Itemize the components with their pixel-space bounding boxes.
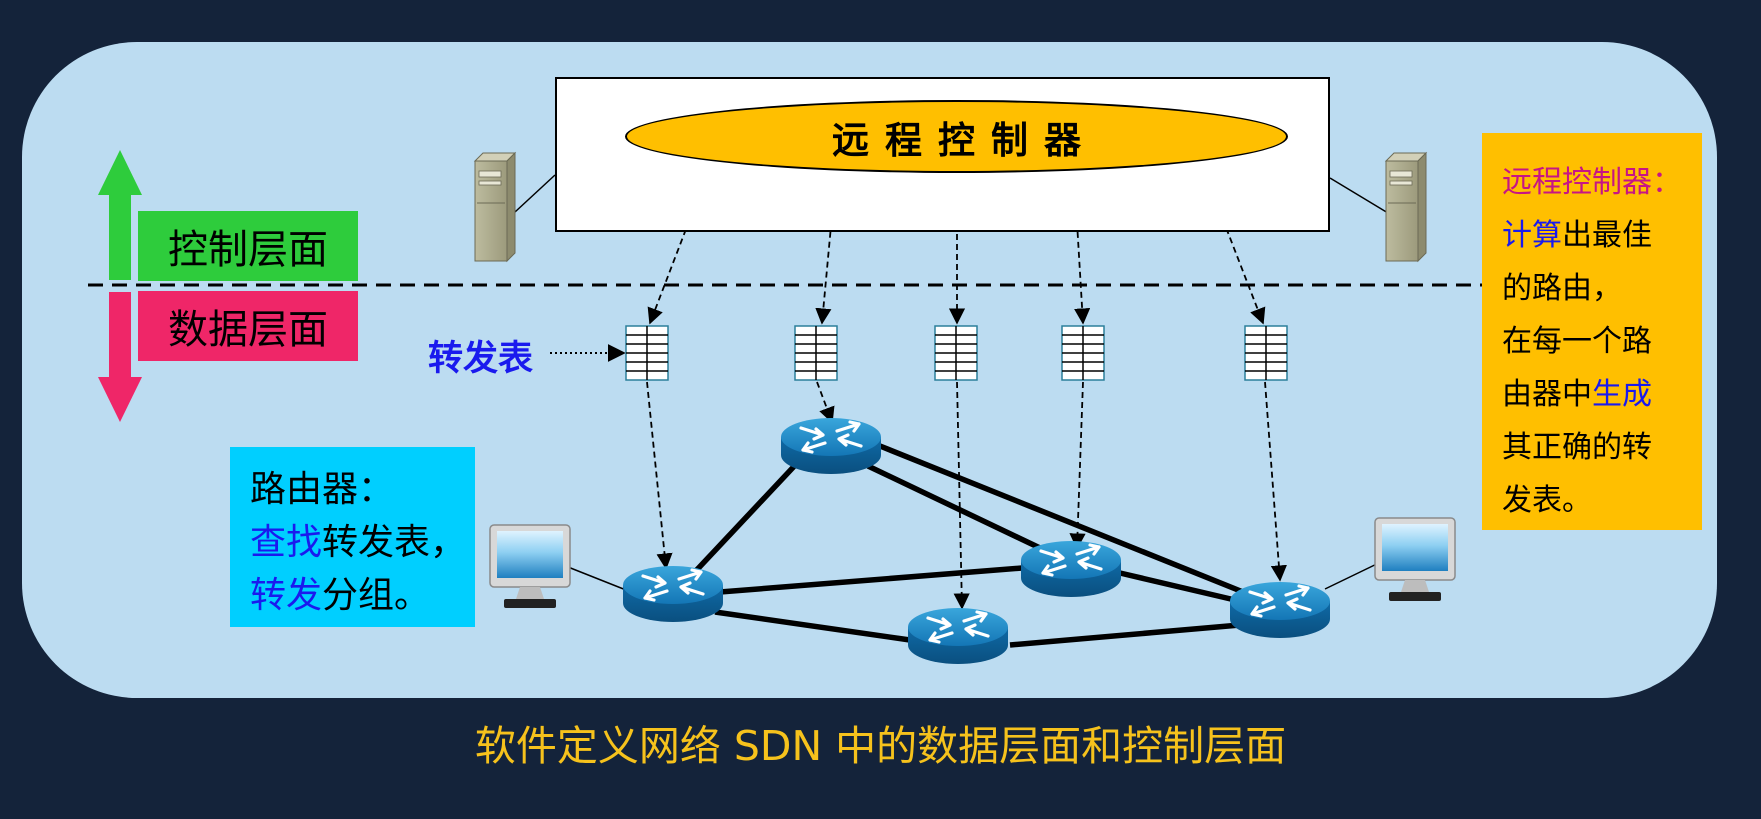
note-generate: 生成 — [1592, 377, 1652, 412]
forwarding-table-label: 转发表 — [428, 339, 534, 379]
note-line2: 计算出最佳 — [1502, 209, 1702, 262]
controller-note-box: 远程控制器： 计算出最佳 的路由， 在每一个路 由器中生成 其正确的转 发表。 — [1482, 133, 1702, 530]
server-icon — [1384, 151, 1428, 263]
computer-icon — [489, 524, 571, 608]
router-info-line3-rest: 分组。 — [322, 575, 431, 616]
note-title: 远程控制器： — [1502, 165, 1682, 200]
remote-controller: 远程控制器 — [625, 100, 1288, 173]
computer-icon — [1374, 517, 1456, 601]
note-line3: 的路由， — [1502, 271, 1622, 306]
down-arrow-icon — [98, 292, 142, 422]
forwarding-table-icon — [625, 325, 669, 381]
router-icon — [908, 608, 1008, 664]
note-line2-rest: 出最佳 — [1562, 218, 1652, 253]
router-info-lookup: 查找 — [250, 522, 323, 563]
server-right-link — [1329, 177, 1389, 214]
router-info-title: 路由器： — [250, 469, 395, 510]
forwarding-table-icon — [934, 325, 978, 381]
router-info-box: 路由器： 查找转发表， 转发分组。 — [230, 447, 475, 627]
router-icon — [623, 566, 723, 622]
figure-caption: 软件定义网络 SDN 中的数据层面和控制层面 — [474, 722, 1287, 770]
router-icon — [1230, 582, 1330, 638]
note-line6: 其正确的转 — [1502, 430, 1652, 465]
controller-label: 远程控制器 — [832, 118, 1097, 162]
up-arrow-icon — [98, 150, 142, 280]
host-left-link — [567, 566, 627, 591]
data-plane-label: 数据层面 — [138, 291, 358, 361]
router-icon — [1021, 541, 1121, 597]
note-compute: 计算 — [1502, 218, 1562, 253]
server-icon — [473, 151, 517, 263]
note-line5-prefix: 由器中 — [1502, 377, 1592, 412]
forwarding-table-icon — [1061, 325, 1105, 381]
router-info-forward: 转发 — [250, 575, 323, 616]
control-plane-label: 控制层面 — [138, 211, 358, 281]
server-left-link — [514, 174, 556, 213]
note-line5: 由器中生成 — [1502, 368, 1702, 421]
router-info-line2-rest: 转发表， — [322, 522, 467, 563]
router-icon — [781, 418, 881, 474]
forwarding-table-icon — [1244, 325, 1288, 381]
router-info-line2: 查找转发表， — [250, 516, 475, 569]
forwarding-table-icon — [794, 325, 838, 381]
note-line4: 在每一个路 — [1502, 324, 1652, 359]
router-info-line3: 转发分组。 — [250, 569, 475, 622]
note-line7: 发表。 — [1502, 483, 1592, 518]
install-arrows — [646, 381, 1287, 610]
router-links — [689, 443, 1250, 648]
